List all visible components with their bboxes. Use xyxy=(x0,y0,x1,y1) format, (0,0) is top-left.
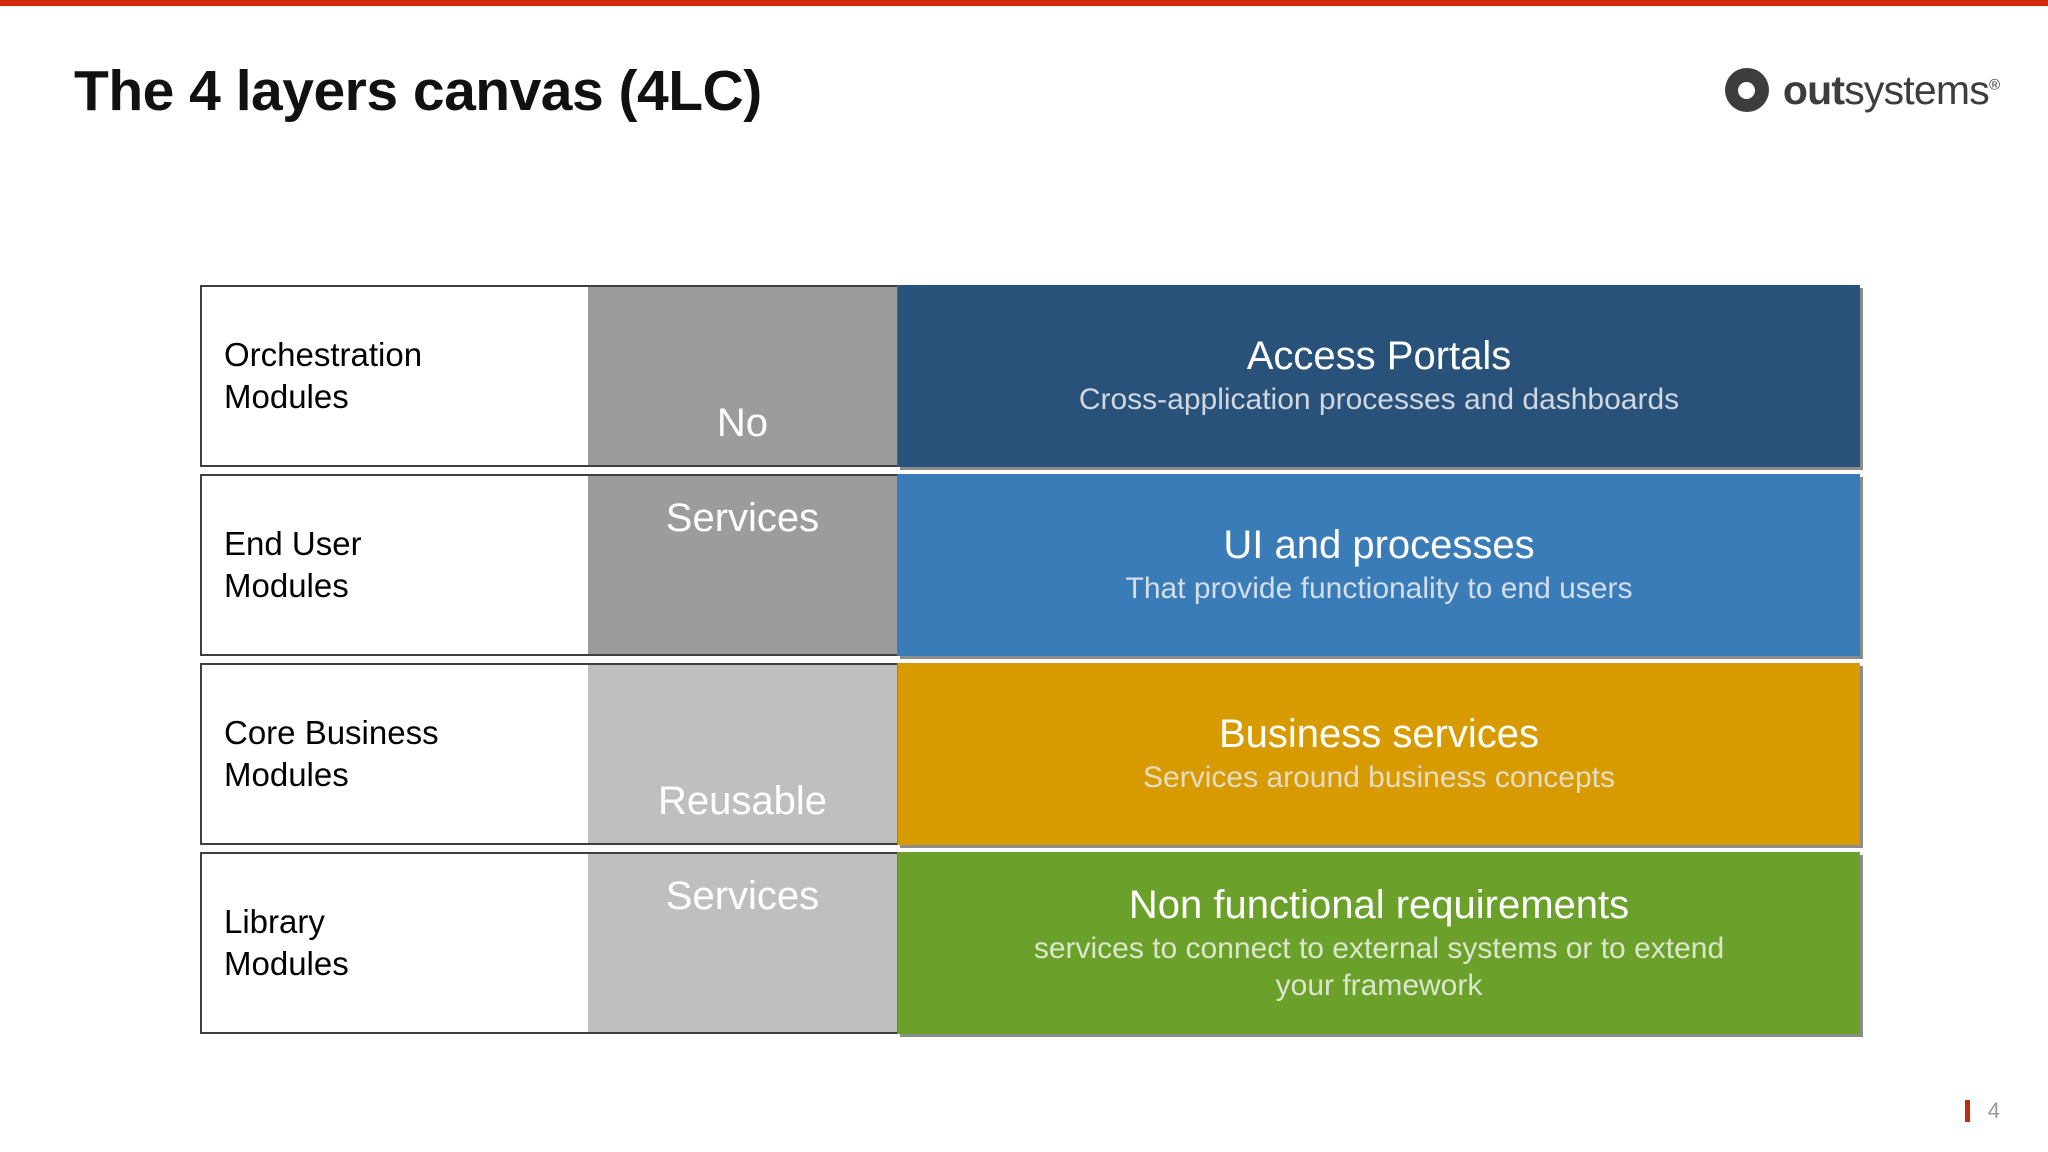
layer-qualifier-label: Services xyxy=(665,496,820,540)
page-title: The 4 layers canvas (4LC) xyxy=(74,59,762,123)
outsystems-logo: outsystems® xyxy=(1724,66,2000,113)
outsystems-ring-inner xyxy=(1738,81,1756,99)
layer-description-title: UI and processes xyxy=(1223,523,1535,568)
page-number: 4 xyxy=(1987,1098,2000,1123)
layer-module-label: Orchestration Modules xyxy=(224,335,423,415)
layer-row: Orchestration Modules No Access Portals … xyxy=(200,285,1860,467)
layer-module-label: Core Business Modules xyxy=(224,713,439,793)
layer-qualifier-cell: Reusable xyxy=(588,663,897,845)
layer-row: Core Business Modules Reusable Business … xyxy=(200,663,1860,845)
layer-qualifier-cell: Services xyxy=(588,474,897,656)
layer-description-title: Non functional requirements xyxy=(1128,882,1630,927)
brand-word-out: out xyxy=(1782,66,1845,113)
layer-description-subtitle: That provide functionality to end users xyxy=(1125,572,1633,606)
layer-description-cell: Business services Services around busine… xyxy=(897,663,1860,845)
four-layers-canvas: Orchestration Modules No Access Portals … xyxy=(200,285,1860,1034)
layer-description-cell: Non functional requirements services to … xyxy=(897,852,1860,1034)
layer-qualifier-label: Services xyxy=(665,874,820,918)
layer-description-subtitle: Cross-application processes and dashboar… xyxy=(1078,383,1680,417)
layer-qualifier-label: No xyxy=(716,401,769,445)
outsystems-ring-icon xyxy=(1724,68,1769,112)
slide-footer: 4 xyxy=(1964,1098,2000,1124)
layer-qualifier-cell: No xyxy=(588,285,897,467)
brand-word-systems: systems xyxy=(1844,66,1990,113)
layer-module-label: Library Modules xyxy=(224,902,349,982)
footer-tick-icon xyxy=(1964,1100,1970,1122)
layer-row: End User Modules Services UI and process… xyxy=(200,474,1860,656)
layer-module-label: End User Modules xyxy=(224,524,362,604)
layer-qualifier-cell: Services xyxy=(588,852,897,1034)
layer-description-subtitle: services to connect to external systems … xyxy=(1033,931,1725,1002)
layer-description-cell: Access Portals Cross-application process… xyxy=(897,285,1860,467)
layer-qualifier-label: Reusable xyxy=(657,779,827,823)
layer-description-title: Access Portals xyxy=(1246,334,1512,379)
layer-module-cell: Core Business Modules xyxy=(200,663,588,845)
layer-module-cell: End User Modules xyxy=(200,474,588,656)
layer-module-cell: Library Modules xyxy=(200,852,588,1034)
brand-wordmark: outsystems® xyxy=(1782,66,2000,113)
top-accent-bar xyxy=(0,0,2048,6)
layer-description-title: Business services xyxy=(1218,712,1540,757)
layer-description-cell: UI and processes That provide functional… xyxy=(897,474,1860,656)
layer-description-subtitle: Services around business concepts xyxy=(1143,761,1615,795)
registered-trademark-icon: ® xyxy=(1988,75,2000,93)
layer-module-cell: Orchestration Modules xyxy=(200,285,588,467)
layer-row: Library Modules Services Non functional … xyxy=(200,852,1860,1034)
